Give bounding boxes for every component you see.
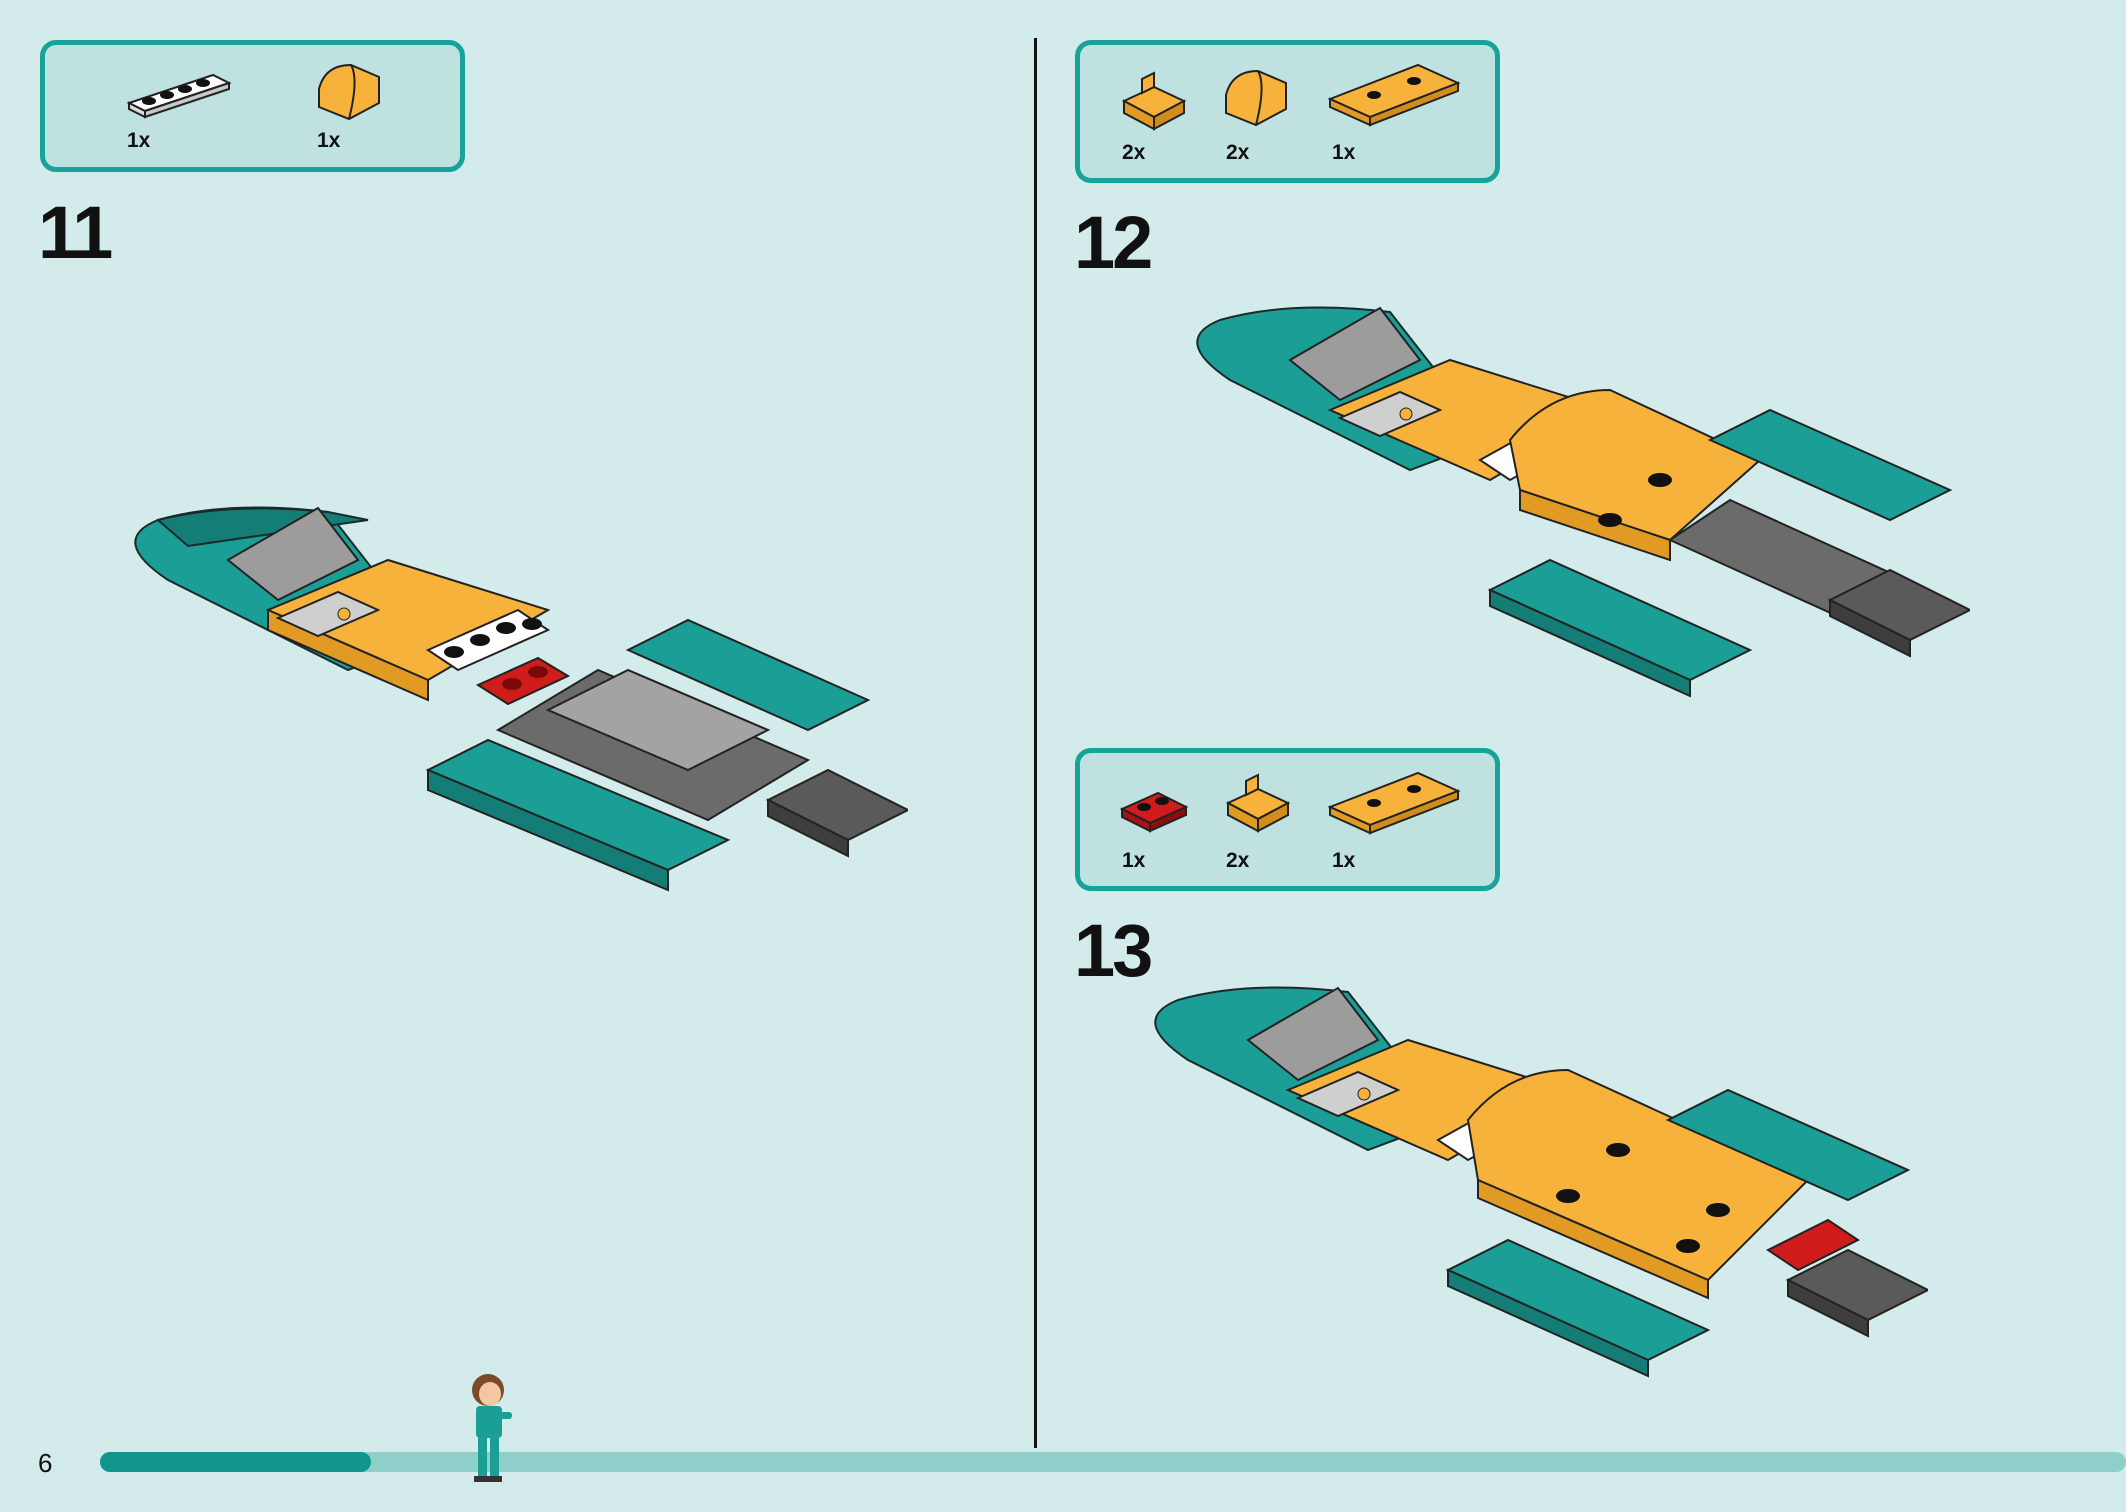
seat-icon <box>1225 773 1291 833</box>
boat-build-step-12 <box>1196 306 1970 698</box>
curved-slope-icon <box>318 63 380 121</box>
qty-label: 1x <box>317 129 341 152</box>
parts-callout-step-12: 2x 2x 1x <box>1075 40 1500 183</box>
qty-label: 1x <box>1332 849 1356 872</box>
qty-label: 1x <box>1332 141 1356 164</box>
parts-callout-step-13: 1x 2x 1x <box>1075 748 1500 891</box>
parts-callout-step-11: 1x 1x <box>40 40 465 172</box>
qty-label: 2x <box>1122 141 1146 164</box>
tile-icon <box>1327 771 1461 835</box>
white-plate-icon <box>126 73 232 119</box>
minifigure-icon <box>472 1374 512 1482</box>
step-number: 13 <box>1074 909 1153 992</box>
column-divider <box>1034 38 1037 1448</box>
progress-fill <box>100 1452 371 1472</box>
step-number: 11 <box>38 191 113 274</box>
tile-icon <box>1327 63 1461 127</box>
progress-track <box>100 1452 2126 1472</box>
boat-build-step-13 <box>1154 986 1928 1378</box>
qty-label: 2x <box>1226 849 1250 872</box>
seat-icon <box>1121 71 1187 131</box>
page-number: 6 <box>38 1448 53 1478</box>
qty-label: 2x <box>1226 141 1250 164</box>
curved-slope-icon <box>1225 69 1287 127</box>
step-number: 12 <box>1074 201 1153 284</box>
qty-label: 1x <box>127 129 151 152</box>
qty-label: 1x <box>1122 849 1146 872</box>
red-plate-icon <box>1119 791 1189 833</box>
boat-build-step-11 <box>134 506 908 892</box>
